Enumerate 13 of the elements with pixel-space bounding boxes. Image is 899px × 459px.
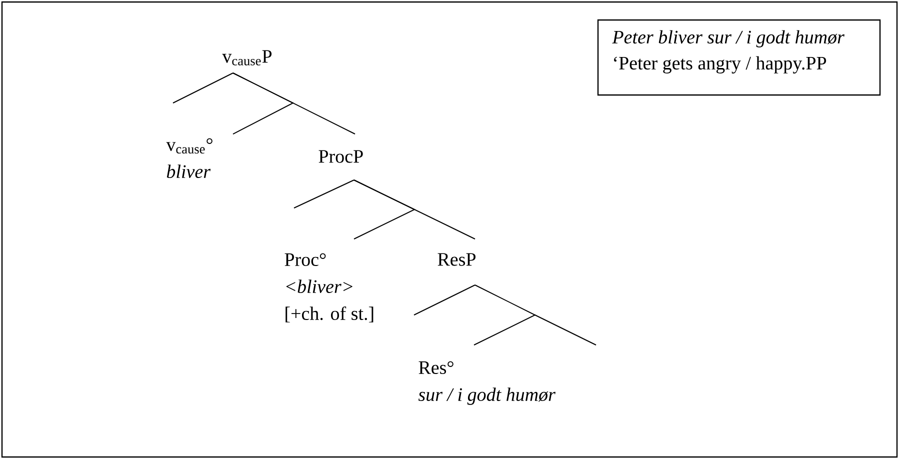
- tree-branch: [414, 284, 476, 316]
- tree-branch: [232, 72, 356, 134]
- example-text: Peter bliver sur / i godt humør ‘Peter gets angry / happy.PP: [597, 19, 881, 96]
- tree-label: ProcP: [318, 150, 363, 163]
- tree-branch: [294, 180, 354, 208]
- tree-label: Proc° <bliver> [+ch. of st.]: [284, 253, 374, 322]
- tree-label: v$_{cause}$P: [222, 50, 272, 66]
- tree-label: Res° sur / i godt humør: [418, 361, 556, 405]
- tree-label: v$_{cause}$° bliver: [166, 138, 212, 178]
- tree-branch: [354, 180, 476, 240]
- tree-branch: [474, 284, 536, 346]
- tree-label: ResP: [438, 253, 476, 266]
- tree-branch: [172, 72, 234, 104]
